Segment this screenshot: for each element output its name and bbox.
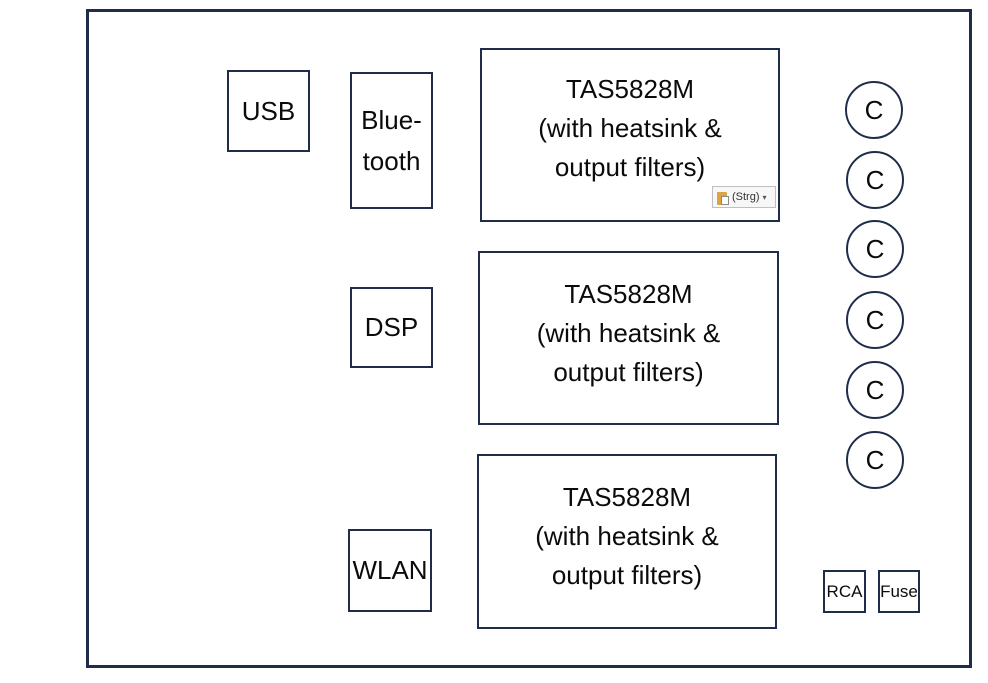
amplifier-3-detail-line1: (with heatsink & xyxy=(535,521,719,551)
fuse-block: Fuse xyxy=(878,570,920,613)
bluetooth-block: Blue- tooth xyxy=(350,72,433,209)
capacitor-2-label: C xyxy=(865,164,885,195)
dropdown-caret-icon: ▾ xyxy=(762,192,767,202)
capacitor-4: C xyxy=(846,291,904,349)
pcb-board-outline xyxy=(86,9,972,668)
amplifier-2-detail-line1: (with heatsink & xyxy=(536,318,721,348)
paste-options-label: (Strg) xyxy=(732,191,760,203)
rca-connector: RCA xyxy=(823,570,866,613)
capacitor-1-label: C xyxy=(864,94,884,125)
amplifier-1-detail-line2: output filters) xyxy=(554,152,706,182)
capacitor-4-label: C xyxy=(865,304,885,335)
amplifier-2-detail-line2: output filters) xyxy=(553,357,704,387)
capacitor-2: C xyxy=(846,151,904,209)
amplifier-block-2: TAS5828M (with heatsink & output filters… xyxy=(478,251,779,425)
capacitor-3: C xyxy=(846,220,904,278)
bluetooth-label-line1: Blue- xyxy=(361,104,422,135)
amplifier-1-title: TAS5828M xyxy=(565,74,695,104)
wlan-label: WLAN xyxy=(352,555,428,586)
paste-options-button[interactable]: (Strg) ▾ xyxy=(712,186,776,208)
amplifier-1-detail-line1: (with heatsink & xyxy=(538,113,722,143)
amplifier-3-detail-line2: output filters) xyxy=(551,560,703,590)
wlan-block: WLAN xyxy=(348,529,432,612)
capacitor-6: C xyxy=(846,431,904,489)
fuse-label: Fuse xyxy=(880,581,918,601)
capacitor-5-label: C xyxy=(865,374,885,405)
clipboard-paste-icon xyxy=(717,190,729,205)
amplifier-block-3: TAS5828M (with heatsink & output filters… xyxy=(477,454,777,629)
dsp-label: DSP xyxy=(364,312,419,343)
dsp-block: DSP xyxy=(350,287,433,368)
usb-block: USB xyxy=(227,70,310,152)
rca-label: RCA xyxy=(826,581,863,601)
capacitor-5: C xyxy=(846,361,904,419)
capacitor-6-label: C xyxy=(865,444,885,475)
bluetooth-label-line2: tooth xyxy=(362,145,421,176)
amplifier-3-title: TAS5828M xyxy=(562,482,692,512)
amplifier-2-title: TAS5828M xyxy=(564,279,693,309)
capacitor-3-label: C xyxy=(865,233,885,264)
usb-label: USB xyxy=(241,95,296,126)
capacitor-1: C xyxy=(845,81,903,139)
